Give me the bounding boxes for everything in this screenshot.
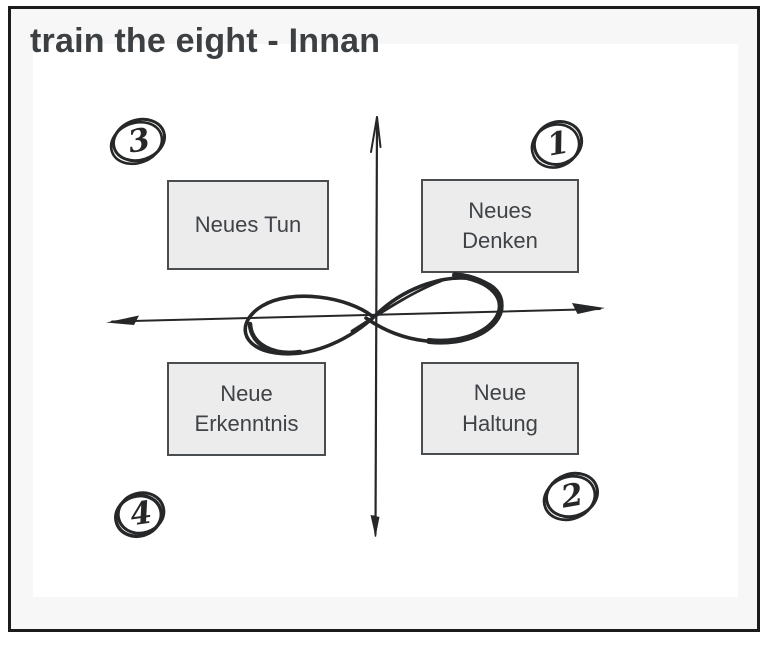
page-title: train the eight - Innan [30, 22, 381, 60]
quadrant-box-neues-tun: Neues Tun [167, 180, 329, 270]
diagram-canvas [33, 44, 738, 597]
box-label: Neues Tun [194, 211, 302, 237]
